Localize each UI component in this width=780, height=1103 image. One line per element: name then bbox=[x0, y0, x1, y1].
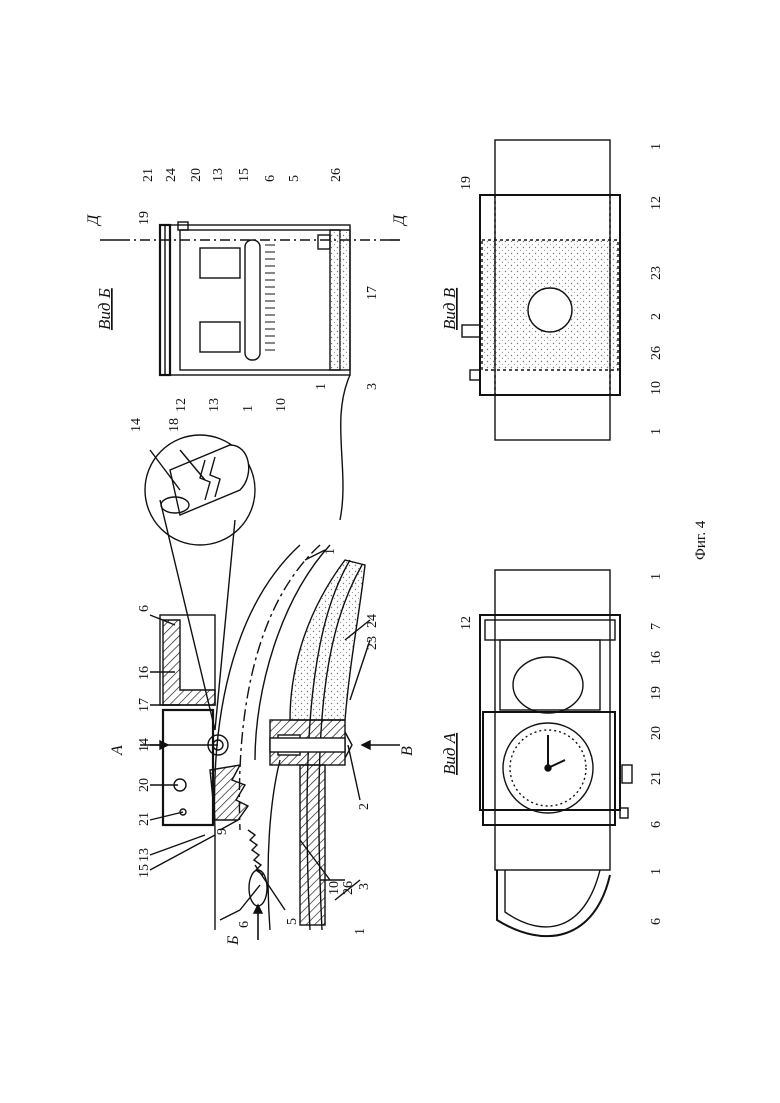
va-callout-7: 7 bbox=[649, 623, 664, 630]
vv-callout-26: 26 bbox=[649, 346, 664, 360]
vb-callout-15: 15 bbox=[237, 168, 252, 182]
vv-callout-12: 12 bbox=[649, 196, 664, 210]
vb-callout-20: 21 bbox=[141, 168, 156, 182]
callout-16: 16 bbox=[137, 666, 152, 680]
va-callout-1-top: 1 bbox=[649, 573, 664, 580]
arrow-v-label: В bbox=[399, 746, 416, 756]
vb-callout-13: 13 bbox=[211, 168, 226, 182]
vb-callout-1b: 1 bbox=[241, 405, 256, 412]
view-a-labels: Вид А 1 12 7 16 19 20 21 6 1 6 bbox=[440, 573, 664, 925]
vb-callout-3: 3 bbox=[365, 383, 380, 390]
section-mark-right: Д bbox=[391, 214, 408, 227]
vb-callout-21: 24 bbox=[164, 168, 179, 182]
section-view bbox=[140, 500, 400, 940]
callout-13: 13 bbox=[137, 848, 152, 862]
va-callout-19: 19 bbox=[649, 686, 664, 700]
callout-10: 10 bbox=[327, 881, 342, 895]
view-b-title: Вид Б bbox=[95, 288, 114, 330]
va-callout-21: 6 bbox=[649, 821, 664, 828]
va-callout-16: 16 bbox=[649, 651, 664, 665]
vv-callout-10: 10 bbox=[649, 381, 664, 395]
callout-15: 15 bbox=[137, 864, 152, 878]
vb-callout-10: 10 bbox=[274, 398, 289, 412]
figure-caption: Фиг. 4 bbox=[693, 520, 709, 560]
section-mark-left: Д bbox=[85, 214, 102, 227]
callout-23: 23 bbox=[365, 636, 380, 650]
vb-callout-13b: 13 bbox=[207, 398, 222, 412]
arrow-b-label: Б bbox=[225, 935, 242, 946]
arrow-a-label: А bbox=[109, 745, 126, 756]
callout-21: 21 bbox=[137, 812, 152, 826]
callout-9: 9 bbox=[215, 828, 230, 835]
detail-callout-14: 14 bbox=[129, 418, 144, 432]
view-a bbox=[480, 570, 632, 936]
va-callout-12: 12 bbox=[459, 616, 474, 630]
va-callout-1-bottom: 1 bbox=[649, 868, 664, 875]
callout-17: 17 bbox=[137, 698, 152, 712]
callout-7: 6 bbox=[137, 605, 152, 612]
va-callout-17: 20 bbox=[649, 726, 664, 740]
detail-callout-18: 18 bbox=[167, 418, 182, 432]
callout-3: 3 bbox=[357, 883, 372, 890]
vb-callout-6: 6 bbox=[263, 175, 278, 182]
callout-1-bottom: 1 bbox=[353, 928, 368, 935]
vb-callout-12: 12 bbox=[174, 398, 189, 412]
vb-callout-24: 17 bbox=[365, 286, 380, 300]
vv-callout-1-bottom: 1 bbox=[649, 428, 664, 435]
vb-callout-1: 1 bbox=[314, 383, 329, 390]
vb-callout-5: 5 bbox=[287, 175, 302, 182]
va-callout-6: 6 bbox=[649, 918, 664, 925]
view-a-title: Вид А bbox=[440, 732, 459, 775]
callout-14: 14 bbox=[137, 738, 152, 752]
callout-1-top: 1 bbox=[323, 548, 338, 555]
va-callout-20: 21 bbox=[649, 771, 664, 785]
vv-callout-2: 2 bbox=[649, 313, 664, 320]
view-v-title: Вид В bbox=[440, 287, 459, 330]
callout-26: 26 bbox=[341, 881, 356, 895]
callout-2: 2 bbox=[357, 803, 372, 810]
callout-6: 6 bbox=[237, 921, 252, 928]
vv-callout-19: 19 bbox=[459, 176, 474, 190]
detail-view bbox=[145, 435, 255, 545]
vb-callout-26: 26 bbox=[329, 168, 344, 182]
view-b bbox=[100, 222, 400, 520]
callout-20: 20 bbox=[137, 778, 152, 792]
callout-24: 24 bbox=[365, 614, 380, 628]
vv-callout-23: 23 bbox=[649, 266, 664, 280]
vb-callout-17: 19 bbox=[137, 211, 152, 225]
vb-callout-19: 20 bbox=[189, 168, 204, 182]
vv-callout-1-top: 1 bbox=[649, 143, 664, 150]
view-v bbox=[462, 140, 620, 440]
callout-5: 5 bbox=[285, 918, 300, 925]
